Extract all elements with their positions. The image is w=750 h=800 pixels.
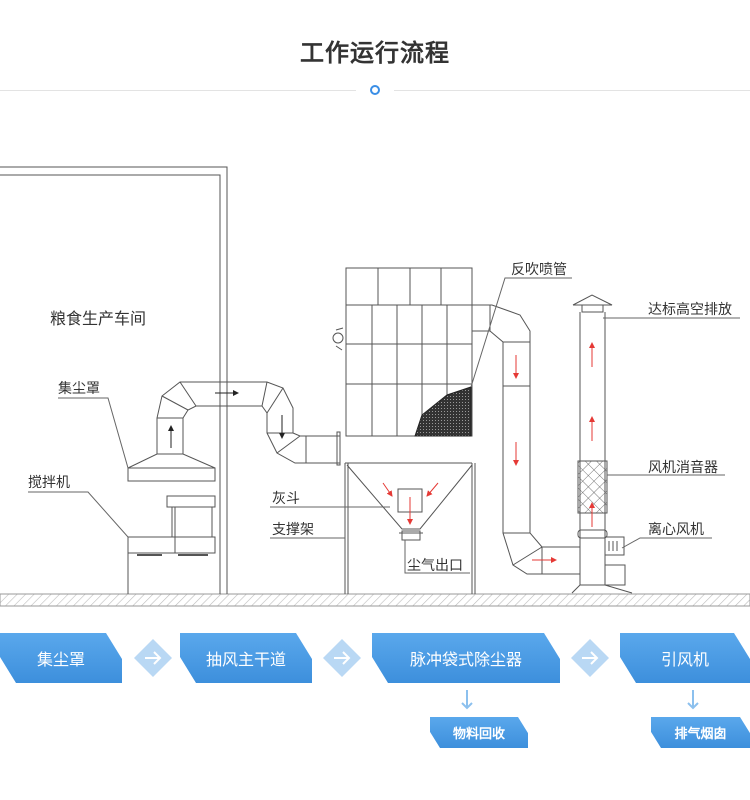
building-wall-outer — [0, 166, 228, 594]
divider-left — [0, 90, 356, 91]
arrow-down-icon — [685, 688, 701, 712]
label-blowback-pipe: 反吹喷管 — [511, 262, 567, 278]
process-diagram: 粮食生产车间 集尘罩 搅拌机 灰斗 支撑架 尘气出口 反吹喷管 达标高空排放 风… — [0, 166, 750, 607]
page-title: 工作运行流程 — [300, 39, 450, 67]
red-arrow-icon — [382, 482, 393, 497]
label-silencer: 风机消音器 — [648, 459, 718, 476]
label-support: 支撑架 — [272, 522, 314, 538]
arrow-right-icon — [571, 639, 609, 677]
arrow-down-icon — [459, 688, 475, 712]
label-emission: 达标高空排放 — [648, 301, 732, 318]
main-duct — [156, 381, 341, 466]
dust-hood — [127, 453, 216, 482]
red-arrow-icon — [426, 482, 439, 497]
flow-substep-exhaust-chimney: 排气烟囱 — [651, 717, 750, 748]
divider-right — [394, 90, 750, 91]
arrow-right-icon — [134, 639, 172, 677]
label-dust-outlet: 尘气出口 — [407, 558, 463, 574]
flow-step-collector: 脉冲袋式除尘器 — [372, 633, 560, 683]
label-mixer: 搅拌机 — [28, 475, 70, 491]
label-fan: 离心风机 — [648, 521, 704, 538]
filter-bags — [414, 386, 472, 437]
chimney-stack — [571, 294, 633, 594]
rotary-valve — [332, 332, 344, 344]
arrow-right-icon — [323, 639, 361, 677]
flow-step-main-duct: 抽风主干道 — [180, 633, 312, 683]
flow-step-hood: 集尘罩 — [0, 633, 122, 683]
bag-filter-collector — [332, 267, 476, 594]
mixer — [127, 495, 216, 594]
flow-step-fan: 引风机 — [620, 633, 750, 683]
ring-icon — [370, 85, 380, 95]
building-wall-inner — [0, 174, 221, 594]
room-label: 粮食生产车间 — [50, 309, 146, 328]
ground — [0, 593, 750, 607]
outlet-duct — [472, 304, 580, 575]
flow-substep-material-recovery: 物料回收 — [430, 717, 528, 748]
label-ash-hopper: 灰斗 — [272, 491, 300, 507]
label-hood: 集尘罩 — [58, 380, 100, 397]
centrifugal-fan — [604, 536, 625, 556]
